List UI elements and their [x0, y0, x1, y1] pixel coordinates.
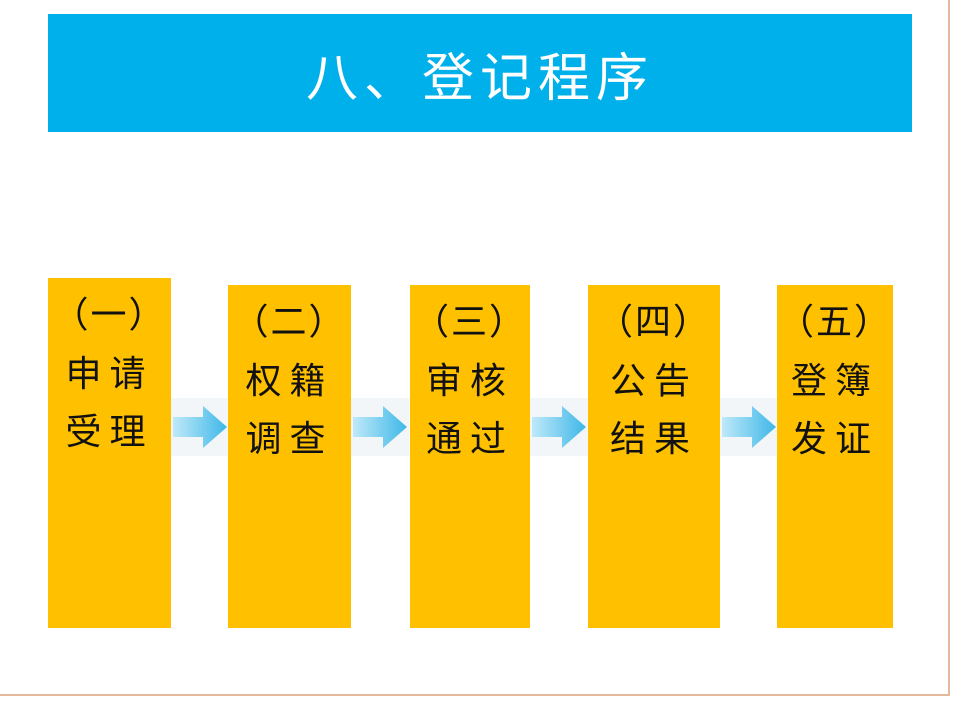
step-label-line1: 公告 — [609, 361, 698, 402]
step-label-line1: 申请 — [65, 354, 154, 395]
step-label-line1: 审核 — [425, 361, 514, 402]
step-box-5: （五） 登簿 发证 — [777, 285, 893, 628]
step-label-line2: 受理 — [65, 412, 154, 453]
step-label-line2: 通过 — [425, 419, 514, 460]
step-label-line2: 结果 — [609, 419, 698, 460]
title-banner: 八、登记程序 — [48, 14, 912, 132]
right-arrow-icon — [351, 398, 409, 456]
step-label-line2: 调查 — [245, 419, 334, 460]
step-number: （三） — [412, 302, 527, 343]
step-label-line1: 登簿 — [790, 361, 879, 402]
step-number: （四） — [596, 302, 711, 343]
right-arrow-icon — [171, 398, 229, 456]
step-box-4: （四） 公告 结果 — [588, 285, 720, 628]
step-label-line1: 权籍 — [245, 361, 334, 402]
page-title: 八、登记程序 — [305, 48, 654, 109]
right-arrow-icon — [720, 398, 778, 456]
step-box-1: （一） 申请 受理 — [48, 278, 171, 628]
step-label-line2: 发证 — [790, 419, 879, 460]
step-box-2: （二） 权籍 调查 — [228, 285, 351, 628]
step-number: （五） — [777, 302, 892, 343]
step-number: （二） — [232, 302, 347, 343]
step-number: （一） — [52, 295, 167, 336]
right-arrow-icon — [530, 398, 588, 456]
slide-frame — [0, 0, 950, 696]
step-box-3: （三） 审核 通过 — [410, 285, 530, 628]
